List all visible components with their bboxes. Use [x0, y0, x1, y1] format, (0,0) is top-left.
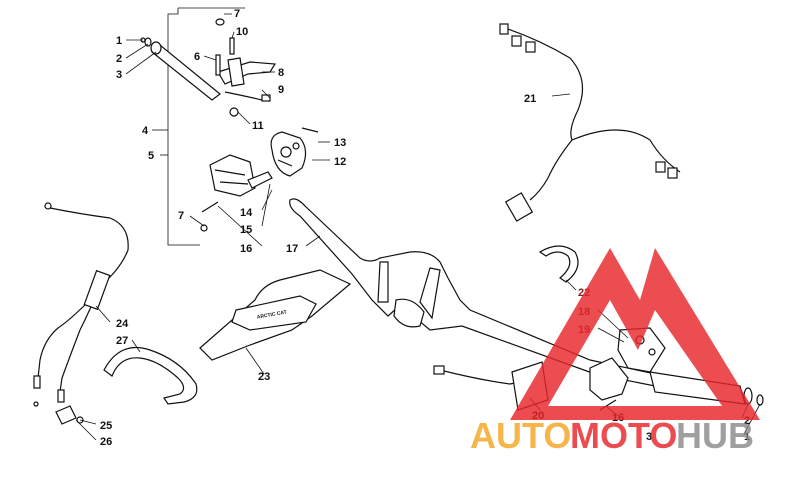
label-3-right: 3 — [646, 431, 652, 443]
handlebar-pad: ARCTIC CAT — [199, 269, 352, 361]
left-grip-tube — [140, 37, 221, 101]
washer-7-low — [200, 224, 208, 232]
label-12: 12 — [334, 156, 346, 168]
label-2-right: 2 — [744, 415, 750, 427]
logo-auto: AUTO — [470, 415, 571, 456]
watermark-logo: AUTO MOTO HUB — [470, 248, 760, 456]
label-13: 13 — [334, 137, 346, 149]
logo-triangles — [510, 248, 760, 420]
group-bracket — [167, 8, 200, 246]
label-17: 17 — [286, 243, 298, 255]
throttle-block — [209, 154, 273, 197]
label-7-low: 7 — [178, 210, 184, 222]
label-25: 25 — [100, 420, 112, 432]
washer-7-top — [215, 18, 225, 26]
control-lever — [217, 57, 277, 87]
pin-13 — [301, 127, 319, 133]
wiring-harness — [499, 23, 681, 222]
label-5: 5 — [148, 150, 154, 162]
screw-16 — [201, 201, 219, 213]
label-10: 10 — [236, 26, 248, 38]
pin-6 — [215, 54, 221, 76]
pin-10 — [229, 37, 235, 55]
leader-lines — [75, 13, 761, 441]
label-8: 8 — [278, 67, 284, 79]
logo-moto: MOTO — [570, 415, 677, 456]
label-2: 2 — [116, 53, 122, 65]
label-23: 23 — [258, 371, 270, 383]
right-switch-assembly — [589, 327, 666, 401]
clip-22 — [538, 245, 579, 283]
label-14: 14 — [240, 207, 253, 219]
label-21: 21 — [524, 93, 536, 105]
switch-housing — [270, 131, 307, 177]
label-1: 1 — [116, 35, 122, 47]
label-11: 11 — [252, 120, 264, 132]
label-26: 26 — [100, 436, 112, 448]
label-27: 27 — [116, 335, 128, 347]
label-6: 6 — [194, 51, 200, 63]
throttle-cable — [33, 202, 129, 425]
hose-27 — [103, 346, 198, 405]
label-3: 3 — [116, 69, 122, 81]
label-9: 9 — [278, 84, 284, 96]
label-24: 24 — [116, 318, 129, 330]
nut-11 — [229, 107, 239, 117]
logo-hub: HUB — [676, 415, 754, 456]
label-4: 4 — [142, 125, 149, 137]
label-1-right: 1 — [744, 431, 750, 443]
label-16: 16 — [240, 243, 252, 255]
label-15: 15 — [240, 224, 252, 236]
pad-logo-text: ARCTIC CAT — [256, 309, 287, 320]
label-7-top: 7 — [234, 8, 240, 20]
